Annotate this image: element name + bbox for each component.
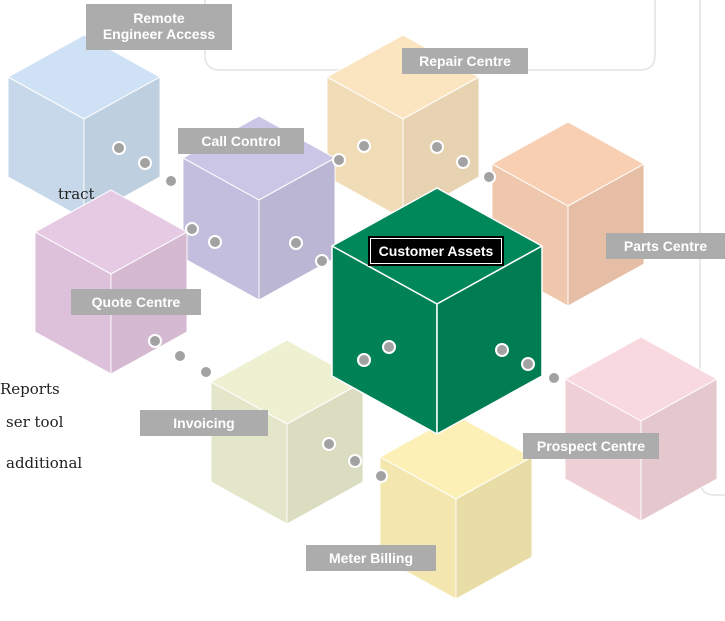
side-text-user-tool: ser tool <box>6 413 64 431</box>
connector-dot <box>521 357 535 371</box>
cube-quote-centre[interactable] <box>34 189 188 375</box>
connector-dot <box>173 349 187 363</box>
connector-dot <box>374 469 388 483</box>
connector-dot <box>357 139 371 153</box>
cube-prospect-centre[interactable] <box>564 336 718 522</box>
connector-dot <box>332 153 346 167</box>
connector-dot <box>315 254 329 268</box>
side-text-reports: Reports <box>0 380 60 398</box>
side-text-additional: additional <box>6 454 83 472</box>
cube-face-right <box>455 456 533 600</box>
label-invoicing[interactable]: Invoicing <box>140 410 268 436</box>
cube-parts-centre[interactable] <box>491 121 645 307</box>
connector-dot <box>208 235 222 249</box>
connector-dot <box>112 141 126 155</box>
label-parts-centre[interactable]: Parts Centre <box>606 233 725 259</box>
label-meter-billing[interactable]: Meter Billing <box>306 545 436 571</box>
connector-dot <box>138 156 152 170</box>
connector-dot <box>547 371 561 385</box>
label-call-control[interactable]: Call Control <box>178 128 304 154</box>
label-remote-engineer-access[interactable]: Remote Engineer Access <box>86 4 232 50</box>
connector-dot <box>199 365 213 379</box>
label-repair-centre[interactable]: Repair Centre <box>402 48 528 74</box>
cube-remote-engineer-access[interactable] <box>7 34 161 220</box>
cube-face-right <box>436 245 543 435</box>
side-text-contract: tract <box>58 185 95 203</box>
label-prospect-centre[interactable]: Prospect Centre <box>523 433 659 459</box>
connector-dot <box>348 454 362 468</box>
cube-meter-billing[interactable] <box>379 414 533 600</box>
connector-dot <box>482 170 496 184</box>
cube-face-right <box>640 378 718 522</box>
connector-dot <box>289 236 303 250</box>
connector-dot <box>357 353 371 367</box>
connector-dot <box>322 437 336 451</box>
label-customer-assets[interactable]: Customer Assets <box>368 236 504 266</box>
connector-dot <box>382 340 396 354</box>
connector-dot <box>148 334 162 348</box>
connector-dot <box>430 140 444 154</box>
label-quote-centre[interactable]: Quote Centre <box>71 289 201 315</box>
connector-dot <box>495 343 509 357</box>
cube-face-right <box>286 381 364 525</box>
connector-dot <box>164 174 178 188</box>
connector-dot <box>456 155 470 169</box>
connector-dot <box>185 222 199 236</box>
